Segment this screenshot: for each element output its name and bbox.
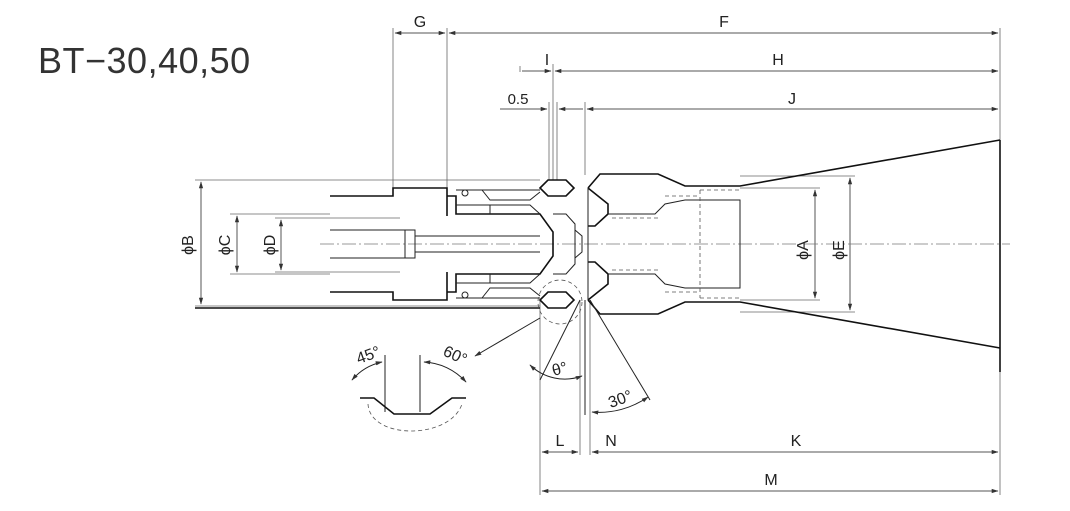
dimension-labels: G F I H 0.5 J ϕB ϕC ϕD ϕA ϕE L N K M <box>180 14 848 489</box>
tool-holder-taper <box>587 139 1001 372</box>
label-phiD: ϕD <box>262 235 279 256</box>
label-N: N <box>605 433 617 450</box>
detail-callout <box>474 279 583 357</box>
label-60-deg: 60° <box>440 343 469 369</box>
label-phiC: ϕC <box>217 235 234 256</box>
pull-stud-assembly <box>330 179 583 309</box>
label-30-deg: 30° <box>606 388 635 412</box>
label-theta-deg: θ° <box>550 359 569 379</box>
label-0-5: 0.5 <box>508 91 529 108</box>
label-H: H <box>772 52 784 69</box>
v-groove-detail <box>351 355 467 432</box>
angle-lines <box>529 299 651 415</box>
label-phiB: ϕB <box>180 235 197 255</box>
label-phiE: ϕE <box>831 240 848 260</box>
angle-labels: 45° 60° θ° 30° <box>354 343 635 412</box>
label-J: J <box>788 91 796 108</box>
label-I: I <box>545 52 549 69</box>
label-L: L <box>556 433 565 450</box>
label-M: M <box>764 472 777 489</box>
drawing-title: BT−30,40,50 <box>38 40 251 81</box>
label-45-deg: 45° <box>354 344 383 368</box>
label-K: K <box>791 433 802 450</box>
dimension-lines <box>198 30 999 494</box>
label-G: G <box>414 14 426 31</box>
label-phiA: ϕA <box>795 240 812 260</box>
label-F: F <box>719 14 729 31</box>
extension-lines <box>195 28 1001 495</box>
